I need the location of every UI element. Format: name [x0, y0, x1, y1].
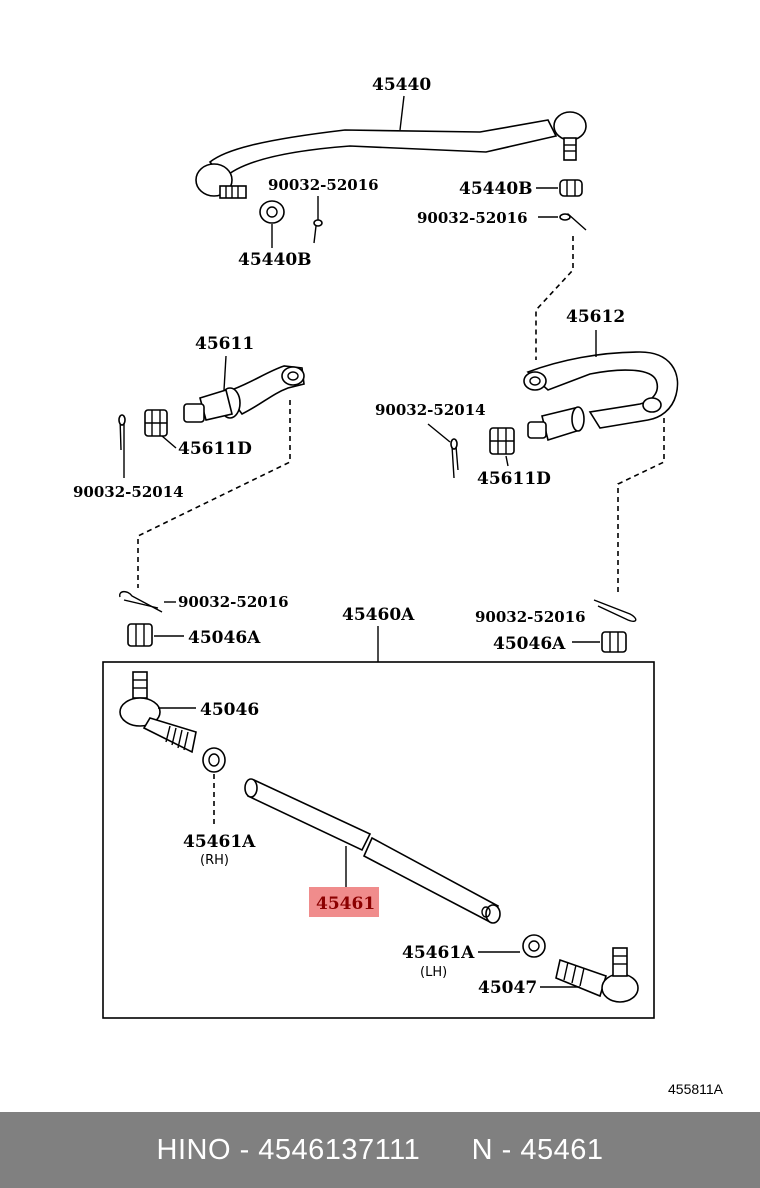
label-45612: 45612	[566, 307, 625, 327]
label-45611: 45611	[195, 334, 254, 354]
cotter-pin-lower-right[interactable]	[593, 599, 637, 623]
nut-45440b-right[interactable]	[559, 179, 583, 197]
label-90032-52016-d: 90032-52016	[475, 608, 586, 626]
diagram-reference-code: 455811A	[668, 1081, 724, 1097]
cotter-pin-lower-left[interactable]	[119, 590, 163, 613]
label-45460a: 45460A	[342, 605, 415, 625]
label-45461: 45461	[316, 894, 375, 914]
footer-bar: HINO - 4546137111 N - 45461	[0, 1112, 760, 1188]
label-90032-52016-a: 90032-52016	[268, 176, 379, 194]
tie-rod-end-45047[interactable]	[555, 947, 639, 1003]
castle-nut-45611d-left[interactable]	[144, 409, 168, 437]
drag-link-45440[interactable]	[195, 111, 587, 199]
castle-nut-45046a-right[interactable]	[601, 631, 627, 653]
castle-nut-45611d-right[interactable]	[489, 427, 515, 455]
label-45046a-left: 45046A	[188, 628, 261, 648]
label-45461a-rh: 45461A	[183, 832, 256, 852]
label-90032-52016-b: 90032-52016	[417, 209, 528, 227]
footer-part-info: HINO - 4546137111 N - 45461	[156, 1133, 604, 1166]
knuckle-arm-45612[interactable]	[523, 351, 679, 442]
cotter-pin-45611-left[interactable]	[118, 414, 126, 478]
highlight-box-45461	[309, 887, 379, 917]
cotter-pin-top-left[interactable]	[313, 196, 323, 244]
label-45440b-right: 45440B	[459, 179, 533, 199]
label-45440b-left: 45440B	[238, 250, 312, 270]
nut-45461a-lh[interactable]	[522, 934, 546, 958]
tie-rod-end-45046[interactable]	[119, 671, 197, 754]
cotter-pin-45611-right[interactable]	[450, 438, 459, 479]
pitman-arm-45611[interactable]	[183, 365, 305, 423]
assembly-box-45460a	[102, 661, 655, 1019]
label-45046a-right: 45046A	[493, 634, 566, 654]
label-90032-52014-left: 90032-52014	[73, 483, 184, 501]
label-90032-52016-c: 90032-52016	[178, 593, 289, 611]
label-45046: 45046	[200, 700, 259, 720]
nut-45440b-left[interactable]	[259, 200, 285, 224]
label-lh: (LH)	[420, 965, 447, 980]
label-45611d-left: 45611D	[178, 439, 252, 459]
label-90032-52014-right: 90032-52014	[375, 401, 486, 419]
label-45461a-lh: 45461A	[402, 943, 475, 963]
cotter-pin-top-right[interactable]	[559, 213, 587, 231]
nut-45461a-rh[interactable]	[202, 747, 226, 773]
parts-diagram: 45440 45440B 90032-52016 45440B 90032-52…	[73, 75, 724, 1097]
tie-rod-tube-45461[interactable]	[244, 778, 501, 924]
label-rh: (RH)	[200, 853, 229, 868]
castle-nut-45046a-left[interactable]	[127, 623, 153, 647]
label-45611d-right: 45611D	[477, 469, 551, 489]
label-45440: 45440	[372, 75, 431, 95]
label-45047: 45047	[478, 978, 537, 998]
